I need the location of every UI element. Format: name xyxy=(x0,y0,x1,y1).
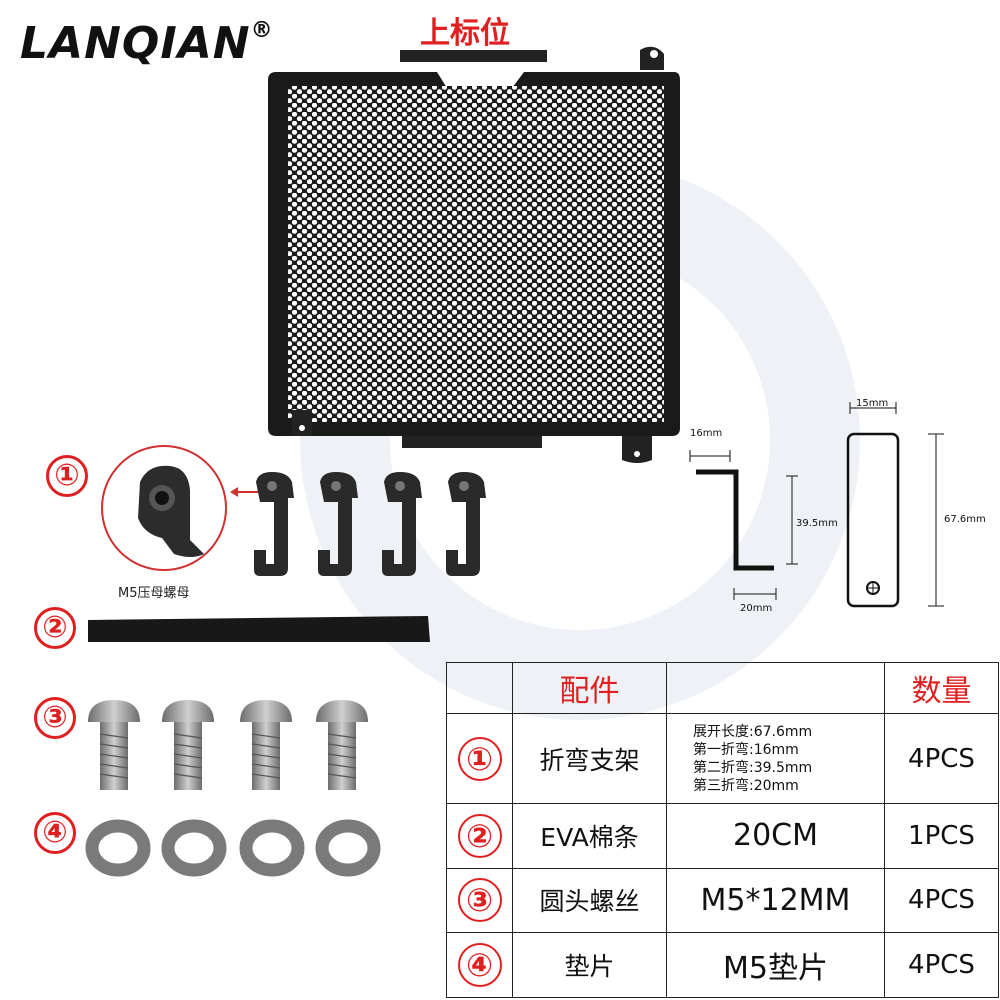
pointer-arrow xyxy=(230,487,262,497)
row-number-cell: ① xyxy=(446,713,513,804)
brand-name: LANQIAN xyxy=(20,18,251,69)
row-qty: 4PCS xyxy=(884,713,999,804)
eva-strip-image xyxy=(88,616,430,642)
callout-2: ② xyxy=(34,607,76,649)
header-part: 配件 xyxy=(512,662,667,714)
brand-logo: LANQIAN® xyxy=(20,18,274,69)
row-spec: 展开长度:67.6mm 第一折弯:16mm 第二折弯:39.5mm 第三折弯:2… xyxy=(666,713,885,804)
table-row: ③ 圆头螺丝 M5*12MM 4PCS xyxy=(446,867,999,934)
spec-table: 配件 数量 ① 折弯支架 展开长度:67.6mm 第一折弯:16mm 第二折弯:… xyxy=(446,662,999,998)
callout-4: ④ xyxy=(34,812,76,854)
row-number: ① xyxy=(457,736,502,781)
dim-first-bend: 16mm xyxy=(690,428,723,439)
table-row: ② EVA棉条 20CM 1PCS xyxy=(446,803,999,869)
header-blank xyxy=(446,662,513,714)
row-number-cell: ④ xyxy=(446,932,513,998)
callout-3: ③ xyxy=(34,697,76,739)
dim-second-bend: 39.5mm xyxy=(796,518,838,529)
radiator-grille-image xyxy=(268,46,680,463)
row-number: ③ xyxy=(457,878,502,923)
row-qty: 4PCS xyxy=(884,932,999,998)
table-row: ④ 垫片 M5垫片 4PCS xyxy=(446,932,999,998)
spec-line: 第一折弯:16mm xyxy=(693,741,799,758)
row-name: 折弯支架 xyxy=(512,713,667,804)
row-name: 圆头螺丝 xyxy=(512,867,667,934)
row-number-cell: ③ xyxy=(446,867,513,934)
header-spec-blank xyxy=(666,662,885,714)
dim-top-width: 15mm xyxy=(856,398,889,409)
row-spec: M5*12MM xyxy=(666,867,885,934)
row-number-cell: ② xyxy=(446,803,513,869)
row-qty: 1PCS xyxy=(884,803,999,869)
nut-closeup-image xyxy=(101,445,227,571)
row-number: ② xyxy=(457,813,502,858)
bracket-dimension-drawing xyxy=(689,402,944,608)
row-spec: 20CM xyxy=(666,803,885,869)
row-number: ④ xyxy=(457,943,502,988)
brackets-image xyxy=(254,472,486,576)
header-qty: 数量 xyxy=(884,662,999,714)
registered-mark: ® xyxy=(250,18,274,43)
dim-third-bend: 20mm xyxy=(740,603,773,614)
table-header-row: 配件 数量 xyxy=(446,662,999,714)
row-spec: M5垫片 xyxy=(666,932,885,998)
table-row: ① 折弯支架 展开长度:67.6mm 第一折弯:16mm 第二折弯:39.5mm… xyxy=(446,713,999,804)
screws-image xyxy=(88,700,368,790)
spec-line: 展开长度:67.6mm xyxy=(693,723,813,740)
row-name: 垫片 xyxy=(512,932,667,998)
spec-line: 第二折弯:39.5mm xyxy=(693,759,813,776)
spec-line: 第三折弯:20mm xyxy=(693,777,799,794)
dim-length: 67.6mm xyxy=(944,514,986,525)
washers-image xyxy=(85,819,381,877)
callout-1: ① xyxy=(46,455,88,497)
nut-caption: M5压母螺母 xyxy=(118,586,190,601)
row-qty: 4PCS xyxy=(884,867,999,934)
row-name: EVA棉条 xyxy=(512,803,667,869)
top-mark-label: 上标位 xyxy=(420,16,510,51)
